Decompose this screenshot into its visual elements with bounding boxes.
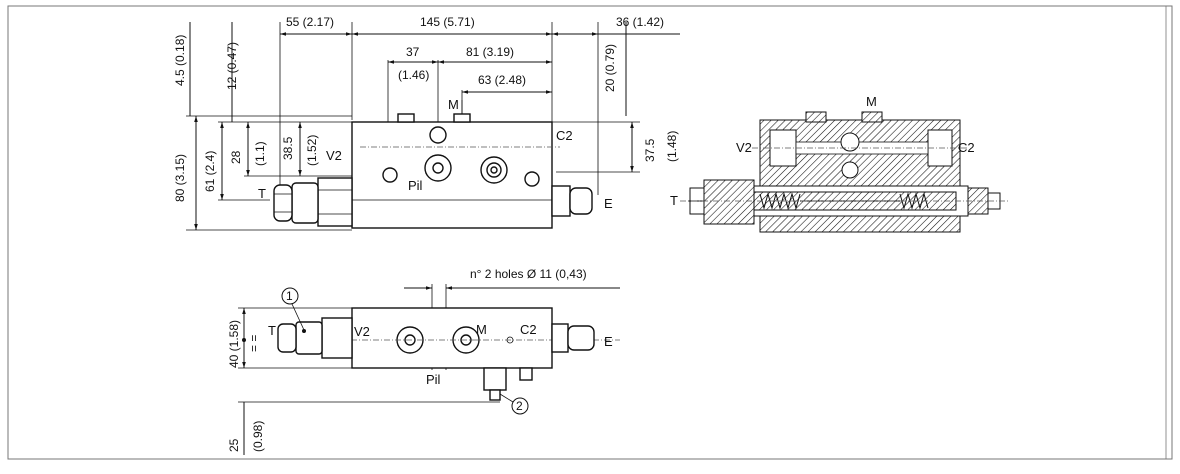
dim-0-98: (0.98) <box>251 421 265 452</box>
dim-25: 25 <box>227 438 241 452</box>
label-t-bottom: T <box>268 323 276 338</box>
dim-55: 55 (2.17) <box>286 15 334 29</box>
holes-note: n° 2 holes Ø 11 (0,43) <box>470 267 587 281</box>
dim-80: 80 (3.15) <box>173 154 187 202</box>
label-pil-bottom: Pil <box>426 372 441 387</box>
dim-12: 12 (0.47) <box>225 42 239 90</box>
dim-1-52: (1.52) <box>305 135 319 166</box>
section-cap-2 <box>861 111 883 123</box>
label-c2-top: C2 <box>556 128 573 143</box>
top-view: 55 (2.17) 145 (5.71) 36 (1.42) 37 (1.46)… <box>173 15 680 231</box>
bottom-view: n° 2 holes Ø 11 (0,43) 40 (1.58) <box>227 267 620 455</box>
valve-body-top <box>351 121 553 229</box>
m-port-cap-1 <box>397 113 415 123</box>
cartridge-hex-t <box>317 177 353 227</box>
cartridge-bottom <box>321 317 353 359</box>
dim-1-1: (1.1) <box>253 141 267 166</box>
callout-2 <box>511 397 529 415</box>
dim-4-5: 4.5 (0.18) <box>173 35 187 86</box>
label-v2-section: V2 <box>736 140 752 155</box>
dim-28: 28 <box>229 150 243 164</box>
dim-1-46: (1.46) <box>398 68 429 82</box>
label-c2-bottom: C2 <box>520 322 537 337</box>
m-port-cap-2 <box>453 113 471 123</box>
label-e-bottom: E <box>604 334 613 349</box>
fitting-e <box>551 185 571 217</box>
dim-145: 145 (5.71) <box>420 15 475 29</box>
label-m-bottom: M <box>476 322 487 337</box>
dim-63: 63 (2.48) <box>478 73 526 87</box>
hole-upper <box>429 126 447 144</box>
section-view: M V2 C2 T <box>670 94 1008 233</box>
dim-40: 40 (1.58) <box>227 320 241 368</box>
dim-38-5: 38.5 <box>281 136 295 160</box>
valve-body-bottom <box>351 307 553 369</box>
dim-37: 37 <box>406 45 420 59</box>
section-cartridge-left <box>703 179 755 225</box>
label-pil-top: Pil <box>408 178 423 193</box>
label-m-section: M <box>866 94 877 109</box>
callout-1-label: 1 <box>286 289 293 303</box>
label-m-top: M <box>448 97 459 112</box>
dim-1-48: (1.48) <box>665 131 679 162</box>
dim-20: 20 (0.79) <box>603 44 617 92</box>
cartridge-nut-t <box>291 182 319 224</box>
section-cap-1 <box>805 111 827 123</box>
dim-equals: = = <box>247 335 261 352</box>
dim-81: 81 (3.19) <box>466 45 514 59</box>
label-v2-top: V2 <box>326 148 342 163</box>
dim-61: 61 (2.4) <box>203 151 217 192</box>
label-t-top: T <box>258 186 266 201</box>
label-v2-bottom: V2 <box>354 324 370 339</box>
cartridge-cap-t <box>273 184 293 222</box>
bottom-fitting <box>483 367 507 391</box>
hole-left <box>382 167 398 183</box>
label-e-top: E <box>604 196 613 211</box>
label-c2-section: C2 <box>958 140 975 155</box>
label-t-section: T <box>670 193 678 208</box>
callout-1 <box>281 287 299 305</box>
dim-36: 36 (1.42) <box>616 15 664 29</box>
callout-2-label: 2 <box>516 399 523 413</box>
dim-37-5: 37.5 <box>643 138 657 162</box>
hole-right <box>524 171 540 187</box>
